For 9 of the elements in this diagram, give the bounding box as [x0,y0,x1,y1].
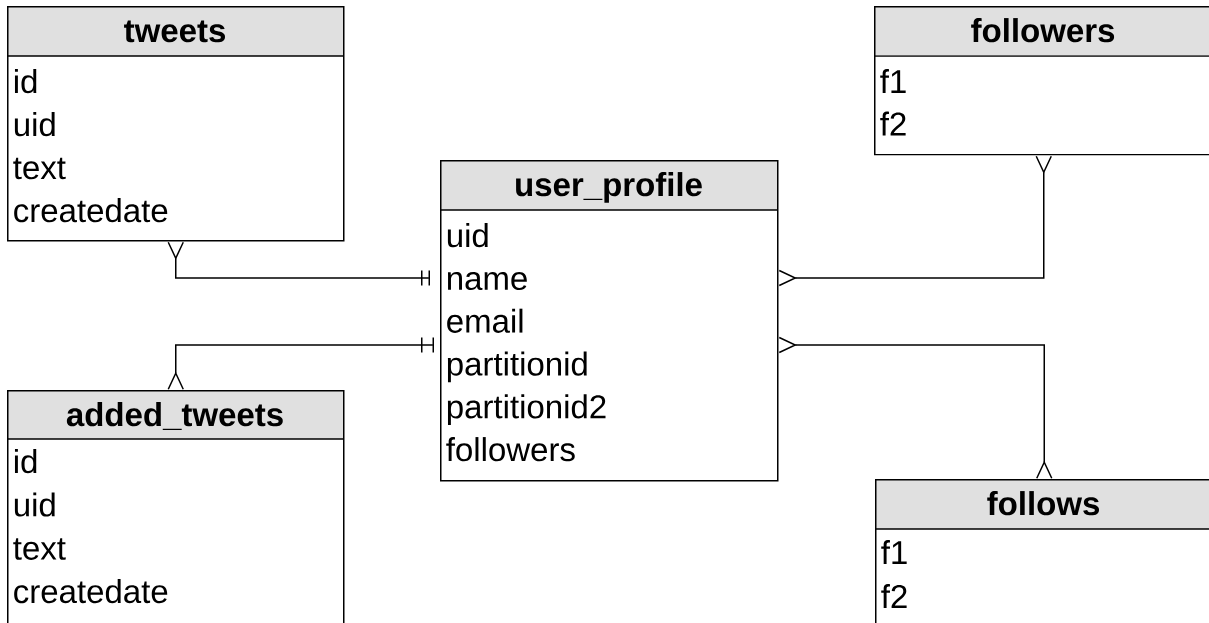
table-box: followers f1 f2 [873,6,1209,156]
table-box: user_profile uid name email partitionid partitionid2 followers [439,160,779,482]
relationship-line [778,155,1052,287]
relationship-line [778,336,1053,479]
table-box: tweets id uid text createdate [6,6,345,242]
relationship-line [167,241,430,287]
table-box: added_tweets id uid text createdate [6,390,345,623]
relationship-line [167,336,434,390]
table-box: follows f1 f2 [874,479,1209,623]
